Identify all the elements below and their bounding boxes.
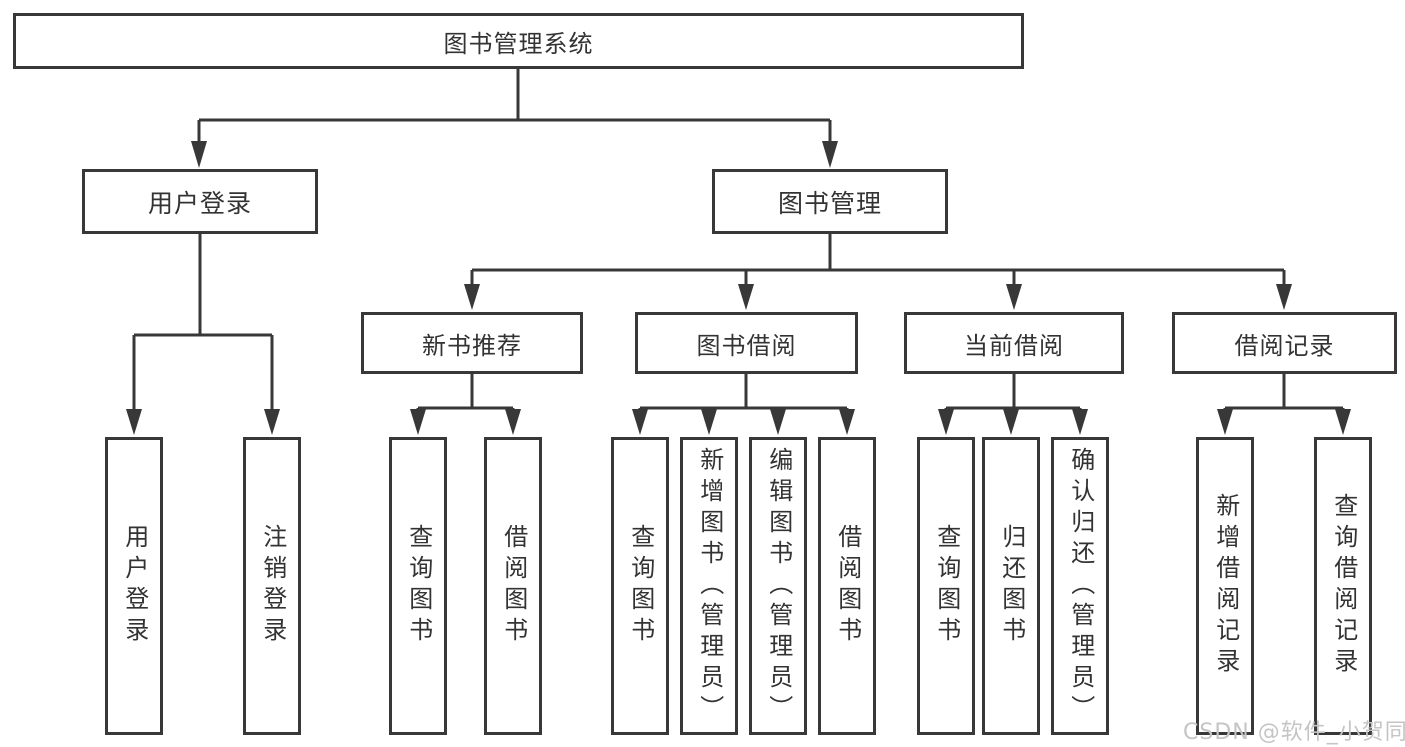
leaf-logout: 注销登录: [243, 437, 301, 735]
leaf-query-books-current-label: 查询图书: [932, 524, 961, 648]
leaf-borrow-books-recommend: 借阅图书: [484, 437, 542, 735]
leaf-add-books-admin-label: 新增图书（管理员）: [695, 446, 724, 726]
leaf-query-books-recommend-label: 查询图书: [404, 524, 433, 648]
node-book-management: 图书管理: [712, 169, 948, 234]
node-borrowing-records-label: 借阅记录: [1234, 331, 1335, 360]
connector-lines: [132, 69, 1345, 412]
leaf-user-login-label: 用户登录: [120, 524, 149, 648]
node-new-book-recommend: 新书推荐: [361, 312, 583, 374]
leaf-user-login: 用户登录: [105, 437, 163, 735]
watermark: CSDN @软件_小贺同学: [1183, 720, 1405, 745]
node-user-login: 用户登录: [82, 169, 318, 234]
node-book-borrowing: 图书借阅: [635, 312, 858, 374]
connector-arrowheads: [126, 141, 1351, 435]
leaf-borrow-books: 借阅图书: [818, 437, 876, 735]
leaf-add-books-admin: 新增图书（管理员）: [680, 437, 738, 735]
leaf-logout-label: 注销登录: [258, 524, 287, 648]
node-current-borrowing: 当前借阅: [904, 312, 1124, 374]
leaf-query-borrow-record: 查询借阅记录: [1314, 437, 1372, 735]
leaf-add-borrow-record: 新增借阅记录: [1196, 437, 1254, 735]
node-root-label: 图书管理系统: [443, 29, 594, 58]
leaf-query-books-recommend: 查询图书: [389, 437, 447, 735]
leaf-confirm-return-admin: 确认归还（管理员）: [1051, 437, 1109, 735]
node-new-book-recommend-label: 新书推荐: [422, 331, 522, 360]
leaf-query-books-borrow-label: 查询图书: [626, 524, 655, 648]
leaf-query-books-borrow: 查询图书: [611, 437, 669, 735]
leaf-borrow-books-label: 借阅图书: [833, 524, 862, 648]
leaf-return-books: 归还图书: [982, 437, 1040, 735]
node-book-borrowing-label: 图书借阅: [696, 331, 797, 360]
node-user-login-label: 用户登录: [147, 188, 252, 218]
node-current-borrowing-label: 当前借阅: [964, 331, 1064, 360]
leaf-confirm-return-admin-label: 确认归还（管理员）: [1066, 446, 1095, 726]
leaf-return-books-label: 归还图书: [997, 524, 1026, 648]
leaf-query-books-current: 查询图书: [917, 437, 975, 735]
leaf-query-borrow-record-label: 查询借阅记录: [1329, 493, 1358, 679]
leaf-edit-books-admin-label: 编辑图书（管理员）: [764, 446, 793, 726]
leaf-borrow-books-recommend-label: 借阅图书: [499, 524, 528, 648]
node-borrowing-records: 借阅记录: [1172, 312, 1397, 374]
node-book-management-label: 图书管理: [777, 188, 882, 218]
leaf-edit-books-admin: 编辑图书（管理员）: [749, 437, 807, 735]
leaf-add-borrow-record-label: 新增借阅记录: [1211, 493, 1240, 679]
node-root: 图书管理系统: [13, 13, 1024, 69]
